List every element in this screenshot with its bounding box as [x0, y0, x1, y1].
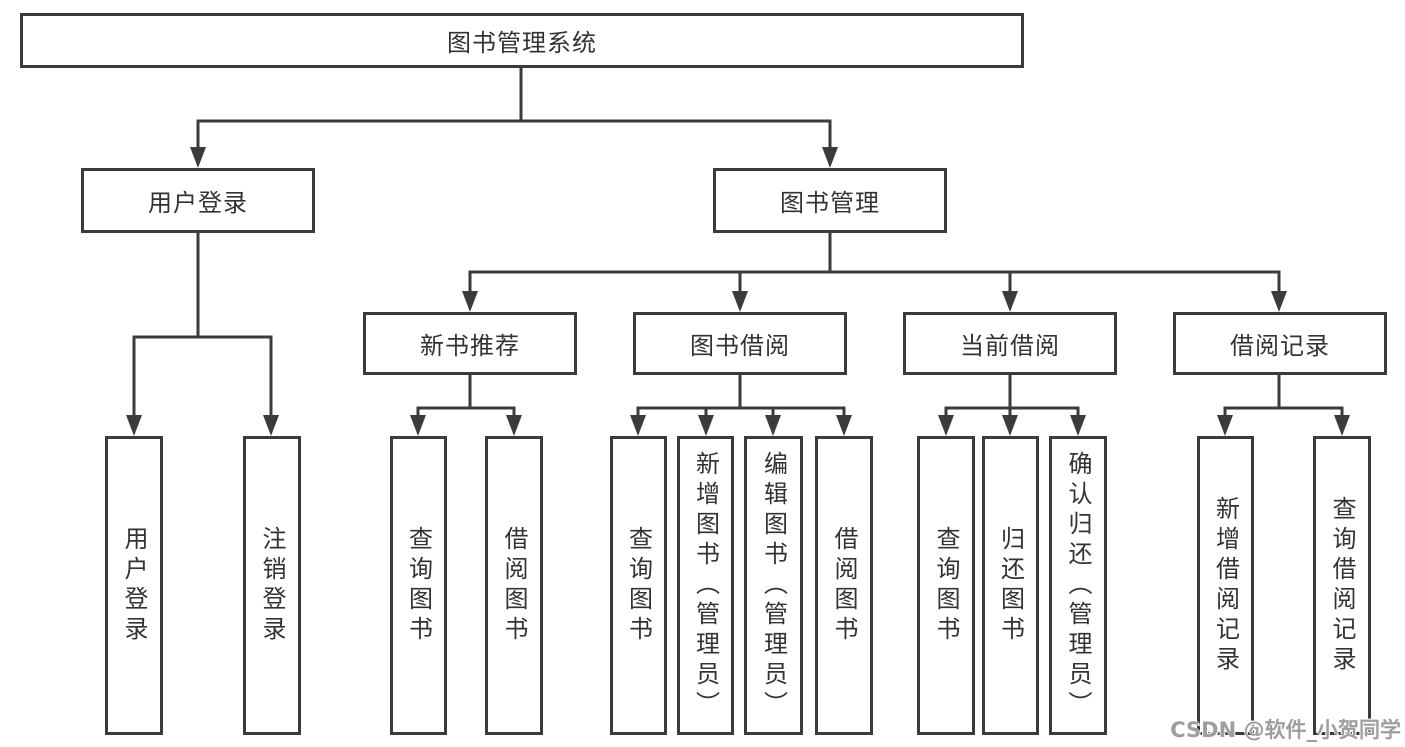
connector-borrow-record-branch — [1223, 375, 1344, 419]
arrowheads-borrow-record-branch — [1217, 415, 1350, 436]
connector-user-login-branch — [132, 233, 273, 419]
leaf-edit-book-admin: 编辑图书（管理员） — [744, 436, 803, 735]
node-user-login: 用户登录 — [81, 168, 315, 233]
connector-current-borrow-branch — [944, 375, 1080, 419]
arrowheads-new-book-branch — [410, 415, 522, 436]
node-new-book-recommendation: 新书推荐 — [363, 312, 577, 375]
arrowheads-user-login-branch — [126, 415, 279, 436]
arrowheads-level2 — [190, 147, 838, 168]
node-book-management: 图书管理 — [713, 168, 947, 233]
connector-book-management-branch — [468, 233, 1281, 295]
leaf-add-borrow-record: 新增借阅记录 — [1197, 436, 1254, 735]
arrowheads-book-borrow-branch — [630, 415, 852, 436]
leaf-confirm-return-admin: 确认归还（管理员） — [1049, 436, 1107, 735]
leaf-user-login: 用户登录 — [105, 436, 163, 735]
leaf-query-borrow-record: 查询借阅记录 — [1313, 436, 1371, 735]
node-current-borrowing: 当前借阅 — [903, 312, 1117, 375]
leaf-return-books: 归还图书 — [982, 436, 1039, 735]
leaf-add-book-admin: 新增图书（管理员） — [677, 436, 734, 735]
arrowheads-current-borrow-branch — [938, 415, 1086, 436]
connector-book-borrow-branch — [636, 375, 846, 419]
leaf-query-books-borrow: 查询图书 — [610, 436, 667, 735]
connector-new-book-branch — [416, 375, 516, 419]
connector-root-to-level2 — [196, 68, 832, 151]
leaf-query-books-new: 查询图书 — [390, 436, 447, 735]
leaf-logout: 注销登录 — [243, 436, 301, 735]
node-library-management-system: 图书管理系统 — [20, 13, 1024, 68]
leaf-query-books-current: 查询图书 — [917, 436, 975, 735]
csdn-watermark: CSDN @软件_小贺同学 — [1170, 718, 1401, 742]
node-book-borrowing: 图书借阅 — [633, 312, 847, 375]
node-borrowing-records: 借阅记录 — [1173, 312, 1387, 375]
leaf-borrow-books-new: 借阅图书 — [485, 436, 543, 735]
arrowheads-level3 — [462, 291, 1287, 312]
leaf-borrow-books-2: 借阅图书 — [815, 436, 873, 735]
